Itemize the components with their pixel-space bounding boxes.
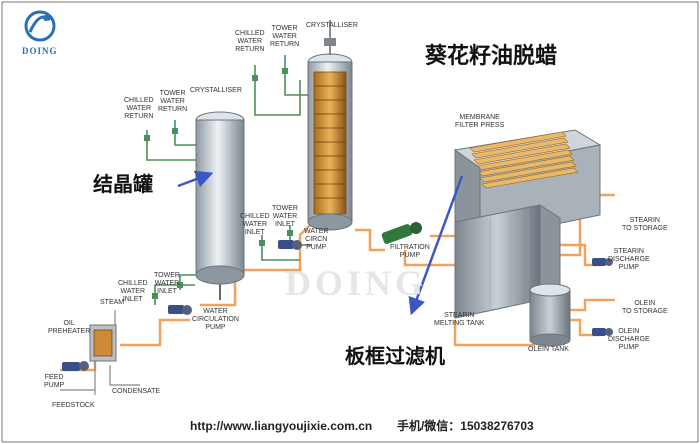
olein-storage-label: OLEIN TO STORAGE <box>622 300 668 315</box>
chilled-return-b-label: CHILLED WATER RETURN <box>124 97 154 120</box>
olein-pump-label: OLEIN DISCHARGE PUMP <box>608 328 650 351</box>
footer: http://www.liangyoujixie.com.cn 手机/微信：15… <box>190 417 534 434</box>
feedstock-label: FEEDSTOCK <box>52 402 95 409</box>
olein-discharge-pump-icon <box>592 328 613 336</box>
crystalliser1-label: CRYSTALLISER <box>190 87 242 94</box>
tower-inlet-a-label: TOWER WATER INLET <box>272 205 298 228</box>
utility-lines <box>60 310 140 395</box>
steam-label: STEAM <box>100 299 125 306</box>
tower-return-b-label: TOWER WATER RETURN <box>158 90 188 113</box>
chilled-inlet-a-label: CHILLED WATER INLET <box>240 213 270 236</box>
tower-return-a-label: TOWER WATER RETURN <box>270 25 300 48</box>
water-circn-pump-icon <box>278 240 302 250</box>
crystalliser-column <box>307 20 353 231</box>
feed-pump-icon <box>62 361 89 371</box>
crystallising-tank <box>195 111 245 300</box>
stearin-pump-label: STEARIN DISCHARGE PUMP <box>608 248 650 271</box>
olein-tank <box>529 283 571 347</box>
olein-tank-label: OLEIN TANK <box>528 346 569 353</box>
stearin-melting-tank <box>454 204 561 319</box>
stearin-melting-label: STEARIN MELTING TANK <box>434 312 485 327</box>
valve-icons <box>144 68 293 299</box>
stearin-discharge-pump-icon <box>592 258 613 266</box>
feed-pump-label: FEED PUMP <box>44 374 65 389</box>
water-circulation-pump-icon <box>168 305 192 315</box>
tower-inlet-b-label: TOWER WATER INLET <box>154 272 180 295</box>
crystalliser2-label: CRYSTALLISER <box>306 22 358 29</box>
oil-preheater-label: OIL PREHEATER <box>48 320 91 335</box>
filtration-pump-icon <box>381 222 422 244</box>
footer-url: http://www.liangyoujixie.com.cn <box>190 419 373 433</box>
filter-callout: 板框过滤机 <box>345 344 445 368</box>
oil-preheater <box>89 324 117 362</box>
doing-logo-icon <box>24 10 56 42</box>
watermark: DOING <box>285 263 428 303</box>
footer-contact: 手机/微信：15038276703 <box>396 419 534 433</box>
tank-callout: 结晶罐 <box>93 172 153 196</box>
water-circn-pump-label: WATER CIRCN PUMP <box>304 228 329 251</box>
diagram-title: 葵花籽油脱蜡 <box>425 43 558 69</box>
filtration-pump-label: FILTRATION PUMP <box>390 244 430 259</box>
membrane-filter-label: MEMBRANE FILTER PRESS <box>455 114 505 129</box>
condensate-label: CONDENSATE <box>112 388 161 395</box>
tank-callout-arrow <box>177 170 214 188</box>
chilled-return-a-label: CHILLED WATER RETURN <box>235 30 265 53</box>
stearin-storage-label: STEARIN TO STORAGE <box>622 217 668 232</box>
brand-name: DOING <box>22 46 58 56</box>
filter-callout-arrow <box>408 175 464 316</box>
chilled-inlet-b-label: CHILLED WATER INLET <box>118 280 148 303</box>
water-circulation-pump-label: WATER CIRCULATION PUMP <box>192 308 239 331</box>
